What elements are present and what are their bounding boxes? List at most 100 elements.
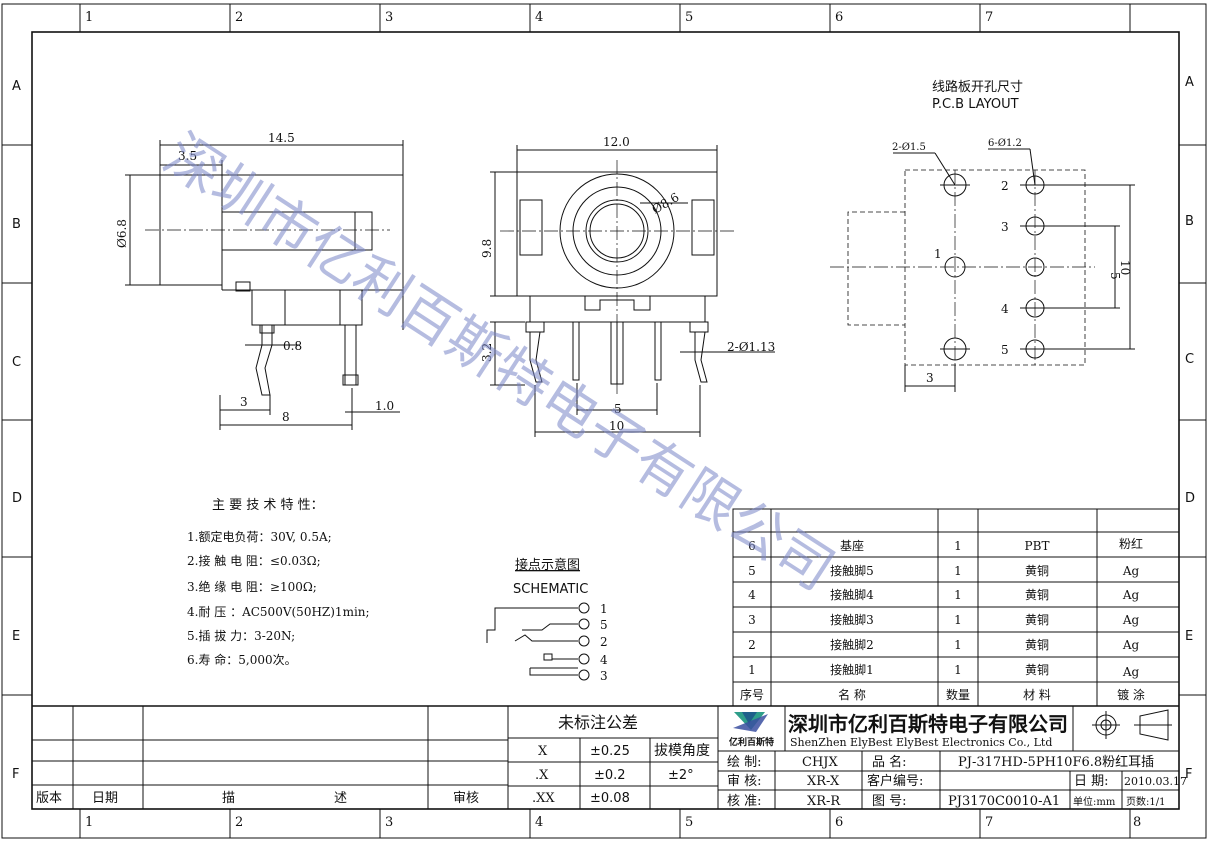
- tolerance-key: X: [538, 744, 548, 759]
- revision-header-date: 日期: [92, 791, 118, 806]
- bom-cell: 接触脚5: [830, 563, 874, 578]
- checked-label: 审 核:: [727, 774, 762, 789]
- pcb-layout: 线路板开孔尺寸 P.C.B LAYOUT 2-Ø1.5 6-Ø1.: [830, 79, 1135, 392]
- bom-cell: 黄铜: [1025, 563, 1049, 578]
- bom-cell: Ag: [1122, 665, 1140, 679]
- bom-cell: 接触脚2: [830, 637, 874, 652]
- pcb-dim-offset: 3: [926, 371, 934, 385]
- dim-diameter: Ø6.8: [115, 219, 129, 248]
- row-letter: F: [12, 767, 19, 782]
- row-letter: E: [12, 629, 20, 644]
- bom-cell: 1: [954, 663, 962, 677]
- revision-header-version: 版本: [36, 791, 62, 806]
- bom-cell: 1: [954, 613, 962, 627]
- title-block: 版本 日期 描 述 审核 未标注公差 X ±0.25 .X ±0.2 .XX ±…: [32, 705, 1187, 809]
- side-view: 14.5 3.5 Ø6.8 0.8 3 8 1.0: [115, 131, 404, 430]
- col-number-bottom: 4: [535, 815, 543, 830]
- pcb-dim-span: 10: [1118, 260, 1132, 275]
- tolerance-title: 未标注公差: [558, 713, 638, 732]
- drawing-no-label: 图 号:: [872, 794, 907, 809]
- revision-header-review: 审核: [453, 791, 479, 806]
- bom-cell: 接触脚1: [830, 662, 874, 677]
- drawing-frame: 1 2 3 4 5 6 7 1 2 3 4 5 6 7 8 A B C D E …: [1, 3, 1207, 839]
- bom-cell: Ag: [1122, 588, 1140, 602]
- pcb-big-holes: 2-Ø1.5: [892, 142, 926, 153]
- technical-specs: 主 要 技 术 特 性： 1.额定电负荷：30V, 0.5A; 2.接 触 电 …: [187, 498, 370, 667]
- schematic-pin: 4: [600, 653, 608, 667]
- schematic: 接点示意图 SCHEMATIC 1 5 2 4 3: [486, 557, 608, 683]
- pcb-title-en: P.C.B LAYOUT: [932, 97, 1019, 112]
- schematic-pin: 3: [600, 669, 608, 683]
- tolerance-key: .XX: [532, 791, 555, 806]
- bom-cell: 1: [748, 663, 756, 677]
- col-number-top: 4: [535, 10, 543, 25]
- company-name-cn: 深圳市亿利百斯特电子有限公司: [788, 712, 1068, 736]
- dim-pin-span: 10: [609, 419, 624, 433]
- dim-pin-pitch: 5: [614, 402, 622, 416]
- col-number-top: 3: [385, 10, 393, 25]
- col-number-bottom: 8: [1133, 815, 1141, 830]
- row-letter: E: [1185, 629, 1193, 644]
- bom-cell: 黄铜: [1025, 662, 1049, 677]
- pcb-hole-label: 4: [1001, 302, 1009, 316]
- date-label: 日 期:: [1074, 774, 1109, 789]
- bom-cell: 基座: [840, 538, 864, 553]
- bom-cell: 1: [954, 564, 962, 578]
- tolerance-value: ±0.08: [590, 791, 630, 806]
- unit-label: 单位:mm: [1073, 795, 1116, 808]
- bom-cell: 接触脚4: [830, 587, 874, 602]
- dim-hole-diameter: 2-Ø1.13: [727, 340, 775, 354]
- row-letter: D: [12, 491, 22, 506]
- row-letter: A: [1185, 75, 1194, 90]
- row-letter: F: [1185, 767, 1192, 782]
- bom-cell: Ag: [1122, 638, 1140, 652]
- schematic-pin: 5: [600, 618, 608, 632]
- bom-header: 材 料: [1023, 688, 1051, 702]
- col-number-bottom: 1: [85, 815, 93, 830]
- approved-value: XR-R: [807, 794, 841, 809]
- specs-heading: 主 要 技 术 特 性：: [212, 498, 324, 513]
- bom-cell: PBT: [1025, 539, 1050, 553]
- col-number-top: 5: [685, 10, 693, 25]
- dim-pin-position: 3: [240, 395, 248, 409]
- bom-cell: 粉红: [1119, 536, 1143, 551]
- pcb-hole-label: 1: [934, 247, 942, 261]
- drawing-no-value: PJ3170C0010-A1: [948, 794, 1060, 809]
- logo-text: 亿利百斯特: [729, 736, 774, 748]
- bom-cell: Ag: [1122, 564, 1140, 578]
- col-number-top: 2: [235, 10, 243, 25]
- schematic-pin: 2: [600, 635, 608, 649]
- dim-pin-span: 8: [282, 410, 290, 424]
- bom-header: 序号: [740, 687, 764, 702]
- spec-item: 3.绝 缘 电 阻：≥100Ω;: [187, 579, 317, 594]
- bom-cell: 6: [748, 539, 756, 553]
- bom-header: 名 称: [838, 687, 866, 702]
- pcb-hole-label: 3: [1001, 220, 1009, 234]
- spec-item: 4.耐 压 ：AC500V(50HZ)1min;: [187, 605, 370, 619]
- bom-cell: Ag: [1122, 613, 1140, 627]
- product-label: 品 名:: [872, 754, 907, 770]
- dim-pin-width: 0.8: [283, 339, 302, 353]
- bom-cell: 5: [748, 564, 756, 578]
- bom-cell: 黄铜: [1025, 637, 1049, 652]
- drawn-value: CHJX: [802, 755, 838, 770]
- pcb-hole-label: 5: [1001, 343, 1009, 357]
- page-label: 页数:1/1: [1126, 795, 1165, 808]
- dim-hole: Ø8.6: [650, 190, 682, 217]
- dim-pin-length: 3.2: [480, 343, 494, 362]
- product-value: PJ-317HD-5PH10F6.8粉红耳插: [958, 754, 1154, 770]
- checked-value: XR-X: [807, 774, 840, 789]
- tolerance-key: .X: [535, 768, 549, 783]
- bom-header: 数量: [946, 687, 970, 702]
- bom-cell: 1: [954, 588, 962, 602]
- row-letter: D: [1185, 491, 1195, 506]
- pcb-small-holes: 6-Ø1.2: [988, 138, 1022, 149]
- col-number-top: 1: [85, 10, 93, 25]
- col-number-top: 7: [985, 10, 993, 25]
- bom-cell: 1: [954, 539, 962, 553]
- revision-header-desc: 述: [334, 791, 347, 806]
- row-letter: C: [12, 355, 21, 370]
- bom-header: 镀 涂: [1117, 687, 1145, 702]
- col-number-top: 6: [835, 10, 843, 25]
